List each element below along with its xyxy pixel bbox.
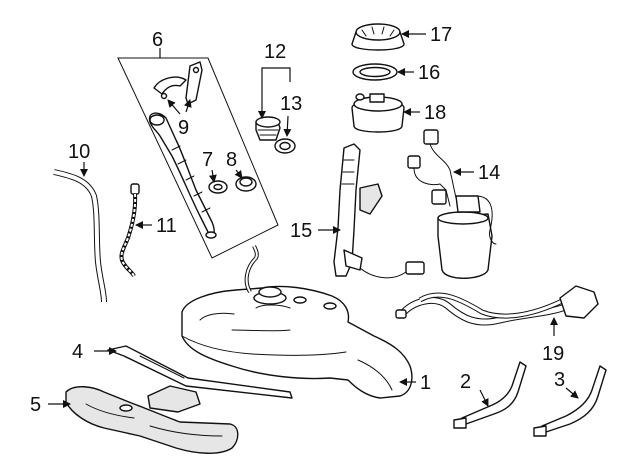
vent-hose [53,169,107,303]
callout-13: 13 [280,93,302,115]
leader-lines [48,30,579,408]
grommet-8 [235,176,257,192]
callout-7: 7 [202,149,213,171]
callout-5: 5 [30,394,41,416]
fuel-pump-assembly [407,129,497,279]
tank-strap [107,345,293,399]
callout-6: 6 [152,29,163,51]
callout-19: 19 [542,343,564,365]
valve-seal [274,138,296,154]
grommet-7 [208,180,228,194]
callout-2: 2 [460,371,471,393]
check-valve [255,116,281,141]
filler-bracket [153,61,203,105]
pump-module-top [351,93,405,133]
callout-labels: 1 2 3 4 5 6 7 8 9 10 11 12 13 14 15 16 1… [30,24,565,416]
filler-neck-pipe [148,112,217,239]
callout-4: 4 [72,341,83,363]
callout-10: 10 [68,141,90,163]
lock-ring [351,23,405,51]
callout-15: 15 [290,220,312,242]
sensor-harness [119,183,140,278]
callout-9: 9 [178,117,189,139]
callout-17: 17 [430,24,452,46]
filler-neck-group-frame [117,48,279,259]
callout-14: 14 [478,162,500,184]
callout-16: 16 [418,62,440,84]
callout-11: 11 [156,215,177,237]
callout-18: 18 [424,102,446,124]
pump-gasket [352,63,398,81]
rear-strap-2 [453,361,527,429]
callout-3: 3 [554,369,565,391]
callout-8: 8 [226,149,237,171]
fuel-level-sender [333,143,425,279]
fuel-tank [181,245,413,399]
fuel-feed-lines [395,285,599,326]
callout-1: 1 [420,372,431,394]
heat-shield [65,385,239,454]
callout-12: 12 [264,41,286,63]
rear-strap-3 [533,365,607,437]
